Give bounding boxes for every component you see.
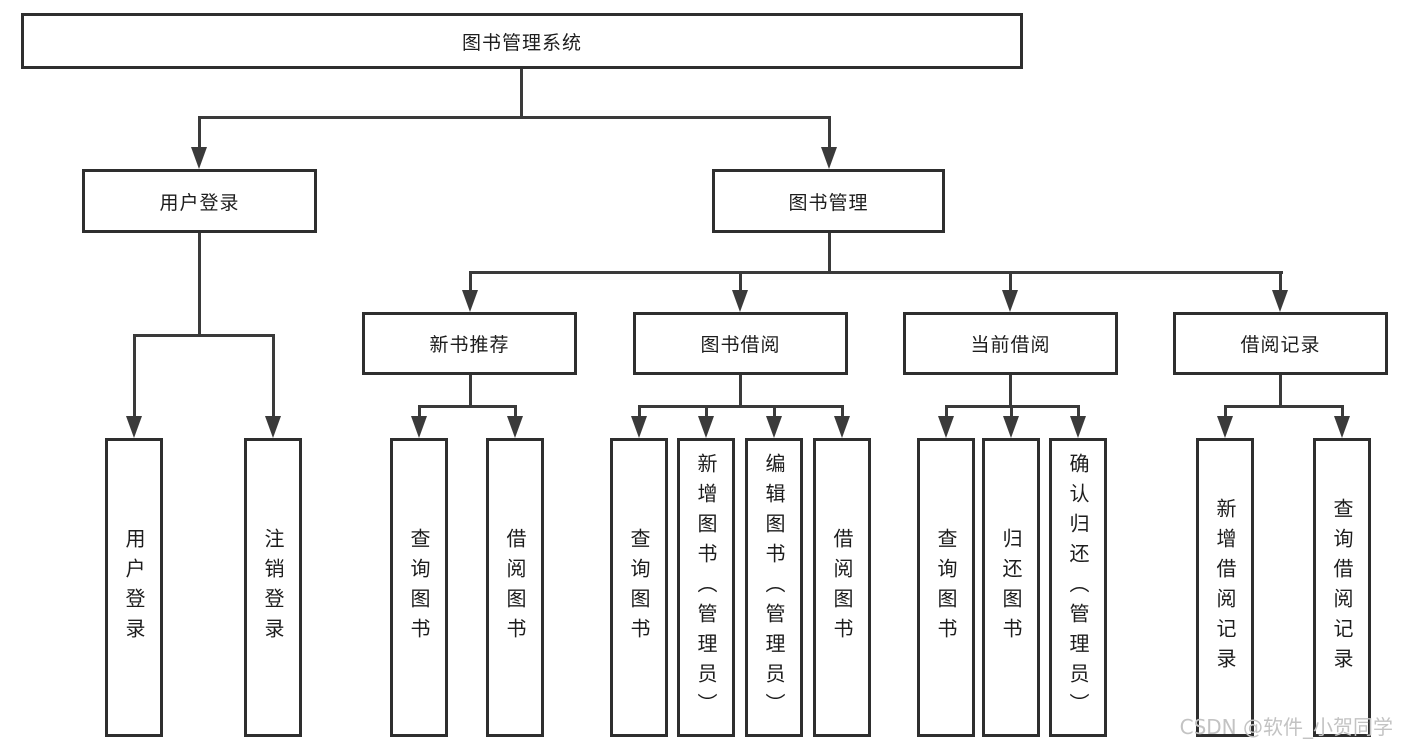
connector-line bbox=[469, 271, 1283, 274]
node-user-login: 用户登录 bbox=[82, 169, 317, 233]
leaf-return-books-label: 归还图书 bbox=[999, 527, 1023, 648]
node-borrow-records: 借阅记录 bbox=[1173, 312, 1388, 375]
node-new-book-recommend: 新书推荐 bbox=[362, 312, 577, 375]
node-user-login-label: 用户登录 bbox=[159, 191, 240, 214]
leaf-confirm-return-admin: 确认归还（管理员） bbox=[1049, 438, 1107, 737]
connector-line bbox=[705, 405, 708, 420]
node-borrow-records-label: 借阅记录 bbox=[1240, 334, 1321, 356]
leaf-logout-login-label: 注销登录 bbox=[261, 527, 285, 648]
connector-line bbox=[638, 405, 641, 420]
leaf-borrow-books-2-label: 借阅图书 bbox=[830, 527, 854, 648]
connector-line bbox=[1279, 375, 1282, 408]
connector-line bbox=[514, 405, 517, 420]
arrow-down-icon bbox=[938, 416, 954, 438]
connector-line bbox=[1224, 405, 1344, 408]
arrow-down-icon bbox=[462, 290, 478, 312]
node-root: 图书管理系统 bbox=[21, 13, 1023, 69]
arrow-down-icon bbox=[411, 416, 427, 438]
leaf-query-books-2-label: 查询图书 bbox=[627, 527, 651, 648]
csdn-watermark: CSDN @软件_小贺同学 bbox=[1179, 715, 1393, 739]
connector-line bbox=[272, 334, 275, 420]
leaf-add-books-admin-label: 新增图书（管理员） bbox=[694, 452, 718, 723]
connector-line bbox=[198, 116, 831, 119]
connector-line bbox=[828, 233, 831, 274]
leaf-confirm-return-admin-label: 确认归还（管理员） bbox=[1066, 452, 1090, 723]
connector-line bbox=[638, 405, 844, 408]
connector-line bbox=[1009, 271, 1012, 293]
node-current-borrow-label: 当前借阅 bbox=[970, 334, 1051, 356]
connector-line bbox=[1077, 405, 1080, 420]
node-book-management-label: 图书管理 bbox=[788, 191, 869, 214]
node-book-borrow: 图书借阅 bbox=[633, 312, 848, 375]
connector-line bbox=[418, 405, 421, 420]
arrow-down-icon bbox=[732, 290, 748, 312]
connector-line bbox=[945, 405, 948, 420]
arrow-down-icon bbox=[191, 147, 207, 169]
leaf-borrow-books-2: 借阅图书 bbox=[813, 438, 871, 737]
arrow-down-icon bbox=[834, 416, 850, 438]
arrow-down-icon bbox=[766, 416, 782, 438]
leaf-edit-books-admin: 编辑图书（管理员） bbox=[745, 438, 803, 737]
arrow-down-icon bbox=[1003, 416, 1019, 438]
leaf-query-books-2: 查询图书 bbox=[610, 438, 668, 737]
connector-line bbox=[841, 405, 844, 420]
connector-line bbox=[133, 334, 136, 420]
connector-line bbox=[739, 271, 742, 293]
arrow-down-icon bbox=[631, 416, 647, 438]
connector-line bbox=[198, 116, 201, 150]
leaf-add-books-admin: 新增图书（管理员） bbox=[677, 438, 735, 737]
connector-line bbox=[520, 69, 523, 118]
arrow-down-icon bbox=[265, 416, 281, 438]
node-book-management: 图书管理 bbox=[712, 169, 945, 233]
arrow-down-icon bbox=[1002, 290, 1018, 312]
node-root-label: 图书管理系统 bbox=[461, 31, 582, 54]
node-book-borrow-label: 图书借阅 bbox=[700, 334, 781, 356]
arrow-down-icon bbox=[1334, 416, 1350, 438]
arrow-down-icon bbox=[507, 416, 523, 438]
leaf-edit-books-admin-label: 编辑图书（管理员） bbox=[762, 452, 786, 723]
connector-line bbox=[418, 405, 517, 408]
connector-line bbox=[773, 405, 776, 420]
connector-line bbox=[828, 116, 831, 150]
leaf-query-books-1-label: 查询图书 bbox=[407, 527, 431, 648]
leaf-borrow-books-1: 借阅图书 bbox=[486, 438, 544, 737]
leaf-borrow-books-1-label: 借阅图书 bbox=[503, 527, 527, 648]
leaf-return-books: 归还图书 bbox=[982, 438, 1040, 737]
connector-line bbox=[198, 233, 201, 337]
connector-line bbox=[1224, 405, 1227, 420]
leaf-query-borrow-record: 查询借阅记录 bbox=[1313, 438, 1371, 737]
leaf-user-login: 用户登录 bbox=[105, 438, 163, 737]
connector-line bbox=[133, 334, 275, 337]
arrow-down-icon bbox=[1217, 416, 1233, 438]
leaf-logout-login: 注销登录 bbox=[244, 438, 302, 737]
connector-line bbox=[469, 271, 472, 293]
connector-line bbox=[1009, 375, 1012, 408]
connector-line bbox=[739, 375, 742, 408]
node-current-borrow: 当前借阅 bbox=[903, 312, 1118, 375]
leaf-add-borrow-record: 新增借阅记录 bbox=[1196, 438, 1254, 737]
arrow-down-icon bbox=[821, 147, 837, 169]
connector-line bbox=[469, 375, 472, 408]
leaf-add-borrow-record-label: 新增借阅记录 bbox=[1213, 497, 1237, 678]
connector-line bbox=[1341, 405, 1344, 420]
arrow-down-icon bbox=[126, 416, 142, 438]
leaf-query-books-1: 查询图书 bbox=[390, 438, 448, 737]
arrow-down-icon bbox=[1070, 416, 1086, 438]
leaf-query-borrow-record-label: 查询借阅记录 bbox=[1330, 497, 1354, 678]
connector-line bbox=[1279, 271, 1282, 293]
node-new-book-recommend-label: 新书推荐 bbox=[429, 334, 510, 356]
leaf-query-books-3: 查询图书 bbox=[917, 438, 975, 737]
leaf-query-books-3-label: 查询图书 bbox=[934, 527, 958, 648]
arrow-down-icon bbox=[698, 416, 714, 438]
connector-line bbox=[1010, 405, 1013, 420]
arrow-down-icon bbox=[1272, 290, 1288, 312]
leaf-user-login-label: 用户登录 bbox=[122, 527, 146, 648]
